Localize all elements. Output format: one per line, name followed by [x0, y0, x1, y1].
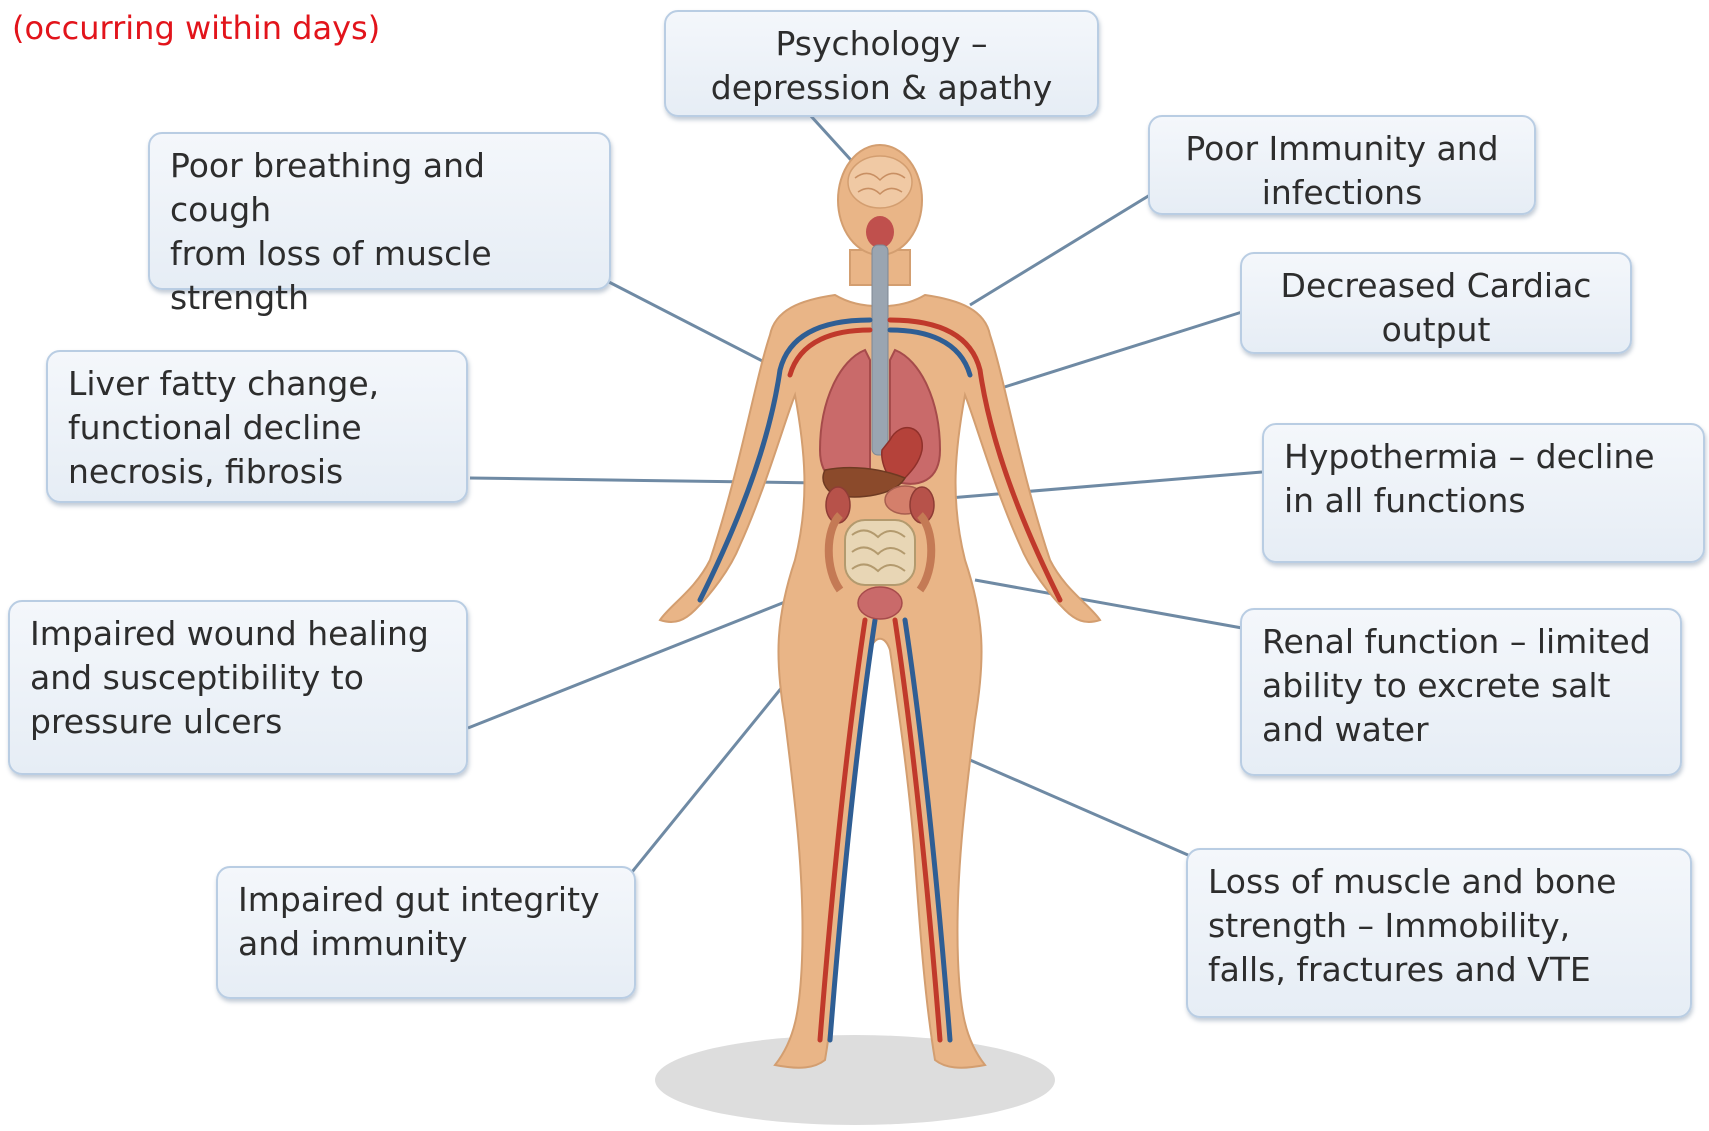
connector-liver — [470, 478, 820, 483]
connector-hypothermia — [925, 472, 1262, 500]
box-gut: Impaired gut integrity and immunity — [216, 866, 636, 999]
box-cardiac: Decreased Cardiac output — [1240, 252, 1632, 354]
box-wound: Impaired wound healing and susceptibilit… — [8, 600, 468, 775]
connector-cardiac — [995, 312, 1242, 390]
box-immunity: Poor Immunity and infections — [1148, 115, 1536, 215]
connector-renal — [975, 580, 1242, 628]
connector-breathing — [605, 280, 780, 370]
box-breathing: Poor breathing and cough from loss of mu… — [148, 132, 611, 290]
mouth-cavity — [866, 216, 894, 248]
connector-muscle — [970, 760, 1188, 855]
connector-wound — [468, 600, 790, 728]
floor-shadow — [655, 1035, 1055, 1125]
box-renal: Renal function – limited ability to excr… — [1240, 608, 1682, 776]
trachea — [872, 245, 888, 455]
box-liver: Liver fatty change, functional decline n… — [46, 350, 468, 503]
box-psychology: Psychology – depression & apathy — [664, 10, 1099, 117]
brain — [848, 156, 912, 208]
box-muscle: Loss of muscle and bone strength – Immob… — [1186, 848, 1692, 1018]
top-note: (occurring within days) — [12, 6, 380, 50]
box-hypothermia: Hypothermia – decline in all functions — [1262, 423, 1705, 563]
bladder — [858, 587, 902, 619]
connector-gut — [632, 665, 800, 872]
connector-immunity — [970, 195, 1150, 305]
